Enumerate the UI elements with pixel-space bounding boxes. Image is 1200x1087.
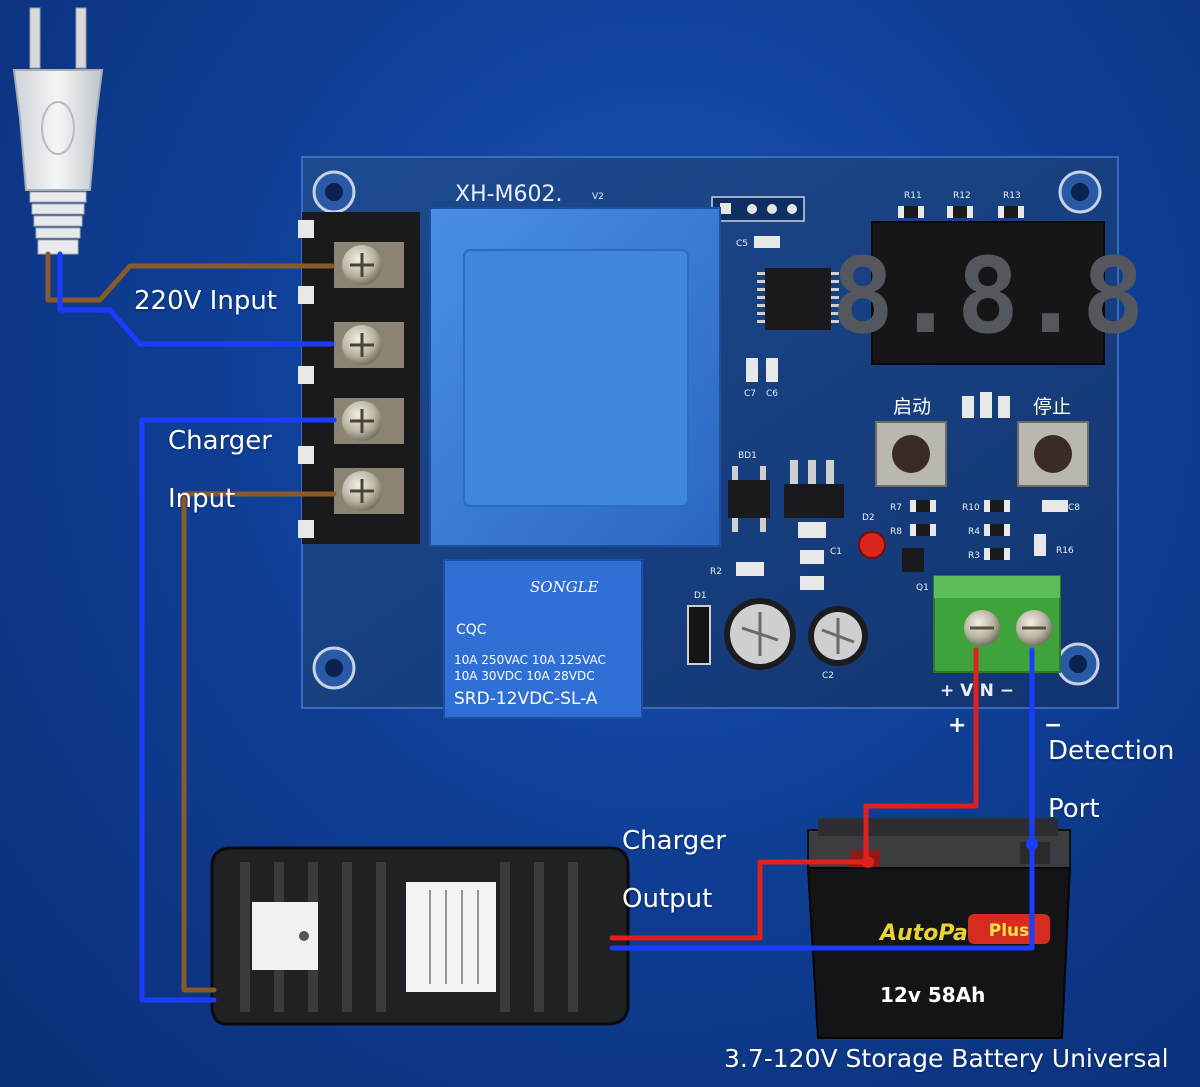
electrolytic-capacitor [724,598,796,670]
label-charger-output-line1: Charger [622,826,726,856]
wire-blue-negative [609,647,1035,951]
minus-sign: − [1044,713,1062,738]
diode-label: D1 [694,591,707,601]
mounting-hole [1058,170,1102,214]
seven-segment-display: 8.8.8 [831,221,1145,365]
relay-brand: SONGLE [530,578,599,596]
resistor-label: R3 [968,551,980,561]
label-charger-input-line1: Charger [168,426,272,456]
display-digits: 8.8.8 [831,235,1144,357]
vin-terminal-block [933,575,1061,673]
pcb-board: XH-M602. V2 8.8.8 R11 R12 [301,156,1145,709]
resistor-label: R11 [904,191,922,201]
mounting-hole [1056,642,1100,686]
bridge-rectifier [728,466,770,532]
diode-label: BD1 [738,451,757,461]
label-battery-caption: 3.7-120V Storage Battery Universal [724,1044,1169,1073]
relay: SONGLE CQC 10A 250VAC 10A 125VAC 10A 30V… [443,559,643,719]
capacitor-label: C1 [830,547,842,557]
smd-resistor-group [962,392,1010,418]
transistor-label: Q1 [916,583,929,593]
battery-badge-text: Plus [989,921,1030,941]
capacitor-label: C6 [766,389,778,399]
wires [45,251,1038,1003]
wire-blue-input [57,251,335,347]
smd-component [798,522,826,538]
plus-sign: + [948,713,966,738]
smd-component [800,576,824,590]
terminal-screw [334,242,404,288]
relay-rating-2: 10A 30VDC 10A 28VDC [454,669,595,683]
resistor-label: R2 [710,567,722,577]
capacitor-label: C2 [822,671,834,681]
battery-spec: 12v 58Ah [880,983,985,1007]
resistor-label: R16 [1056,546,1074,556]
mounting-hole [312,646,356,690]
board-version-label: V2 [592,192,604,202]
label-detection-line2: Port [1048,794,1100,824]
smd-capacitor [766,358,778,382]
wire-brown-charger-input [181,491,337,993]
mounting-hole [312,170,356,214]
board-model-label: XH-M602. [455,182,563,207]
stop-button-label: 停止 [1033,396,1071,418]
capacitor-label: C5 [736,239,748,249]
wire-blue-charger-input [139,417,337,1003]
smd-capacitor [800,550,824,564]
smd-resistor-group [910,500,1068,560]
start-button[interactable] [875,421,947,487]
led-indicator [858,531,886,559]
relay-model: SRD-12VDC-SL-A [454,689,598,709]
resistor-label: R10 [962,503,980,513]
smd-resistor-group: R11 R12 R13 [898,191,1024,218]
smd-capacitor [754,236,780,248]
label-detection-line1: Detection [1048,736,1175,766]
label-220v-input: 220V Input [134,286,277,316]
terminal-screw [334,322,404,368]
resistor-label: R4 [968,527,980,537]
power-plug [12,7,104,255]
transistor [902,548,924,572]
resistor-label: R8 [890,527,902,537]
charger-label-sticker [406,882,496,992]
capacitor-label: C8 [1068,503,1080,513]
terminal-screw [334,468,404,514]
relay-cert: CQC [456,622,487,638]
diode-label: D2 [862,513,875,523]
storage-battery: AutoPart Plus 12v 58Ah [806,818,1072,1039]
resistor-label: R13 [1003,191,1021,201]
label-charger-output-line2: Output [622,884,713,914]
label-charger-input-line2: Input [168,484,236,514]
wire-brown-input [45,251,335,303]
voltage-regulator [784,460,844,518]
transformer [429,207,721,547]
start-button-label: 启动 [893,396,931,418]
header-pins [711,196,805,222]
capacitor-label: C7 [744,389,756,399]
terminal-screw [334,398,404,444]
resistor-label: R12 [953,191,971,201]
resistor-label: R7 [890,503,902,513]
charger-unit [210,846,630,1026]
smd-resistor [736,562,764,576]
diode [687,605,711,665]
relay-rating-1: 10A 250VAC 10A 125VAC [454,653,606,667]
electrolytic-capacitor [808,606,868,666]
screw-terminal-block [298,212,420,544]
ic-chip [757,268,839,330]
smd-capacitor [746,358,758,382]
stop-button[interactable] [1017,421,1089,487]
